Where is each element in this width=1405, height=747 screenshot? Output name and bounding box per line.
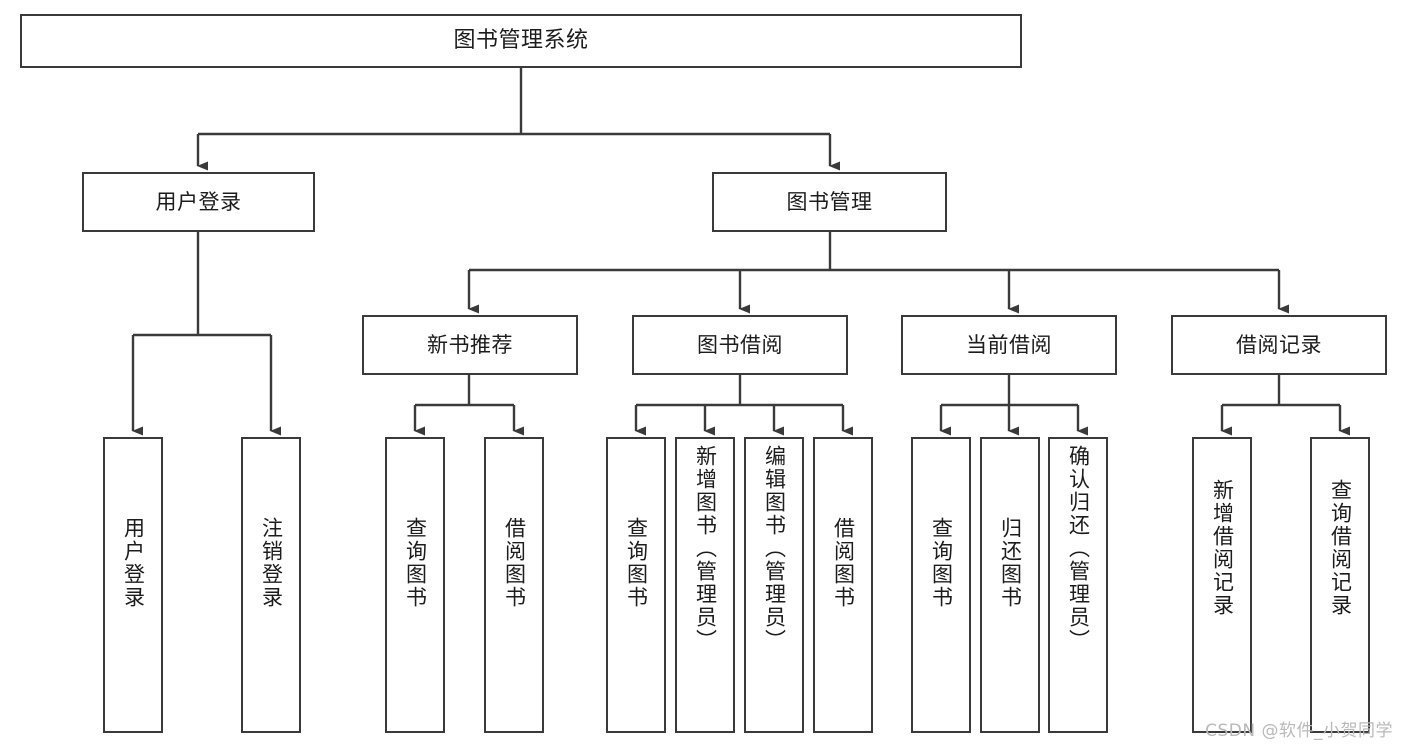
node-label: 图书管理 [786,189,873,214]
leaf-current-query-book[interactable]: 查询图书 [911,437,971,733]
node-label: 确认归还（管理员） [1066,445,1091,652]
node-current-borrow[interactable]: 当前借阅 [901,315,1117,375]
node-label: 新书推荐 [427,332,513,357]
node-label: 查询图书 [929,517,954,609]
leaf-current-return-book[interactable]: 归还图书 [980,437,1040,733]
node-borrow-record[interactable]: 借阅记录 [1171,315,1387,375]
leaf-user-login-logout[interactable]: 注销登录 [241,437,301,733]
node-label: 新增图书（管理员） [693,445,718,652]
node-label: 借阅记录 [1236,332,1322,357]
leaf-new-book-query[interactable]: 查询图书 [385,437,445,733]
leaf-record-query-record[interactable]: 查询借阅记录 [1310,437,1370,733]
leaf-borrow-query-book[interactable]: 查询图书 [606,437,666,733]
node-label: 新增借阅记录 [1210,479,1235,617]
leaf-borrow-borrow-book[interactable]: 借阅图书 [813,437,873,733]
node-label: 图书借阅 [697,332,783,357]
node-label: 查询图书 [403,517,428,609]
leaf-new-book-borrow[interactable]: 借阅图书 [484,437,544,733]
watermark: CSDN @软件_小贺同学 [1205,721,1393,741]
node-new-book-recommend[interactable]: 新书推荐 [362,315,578,375]
node-label: 借阅图书 [502,517,527,609]
node-label: 当前借阅 [966,332,1052,357]
leaf-borrow-edit-book-admin[interactable]: 编辑图书（管理员） [744,437,804,733]
node-label: 查询图书 [624,517,649,609]
node-book-management[interactable]: 图书管理 [712,172,947,232]
leaf-record-add-record[interactable]: 新增借阅记录 [1192,437,1252,733]
node-book-borrow[interactable]: 图书借阅 [632,315,848,375]
leaf-user-login-login[interactable]: 用户登录 [103,437,163,733]
node-user-login[interactable]: 用户登录 [82,172,315,232]
node-root-system[interactable]: 图书管理系统 [20,14,1022,68]
node-label: 用户登录 [155,189,242,214]
node-label: 编辑图书（管理员） [762,445,787,652]
leaf-current-confirm-return-admin[interactable]: 确认归还（管理员） [1048,437,1108,733]
node-label: 借阅图书 [831,517,856,609]
node-label: 用户登录 [121,517,146,609]
node-label: 归还图书 [998,517,1023,609]
node-label: 查询借阅记录 [1328,479,1353,617]
node-label: 注销登录 [259,517,284,609]
leaf-borrow-add-book-admin[interactable]: 新增图书（管理员） [675,437,735,733]
node-label: 图书管理系统 [453,28,589,54]
